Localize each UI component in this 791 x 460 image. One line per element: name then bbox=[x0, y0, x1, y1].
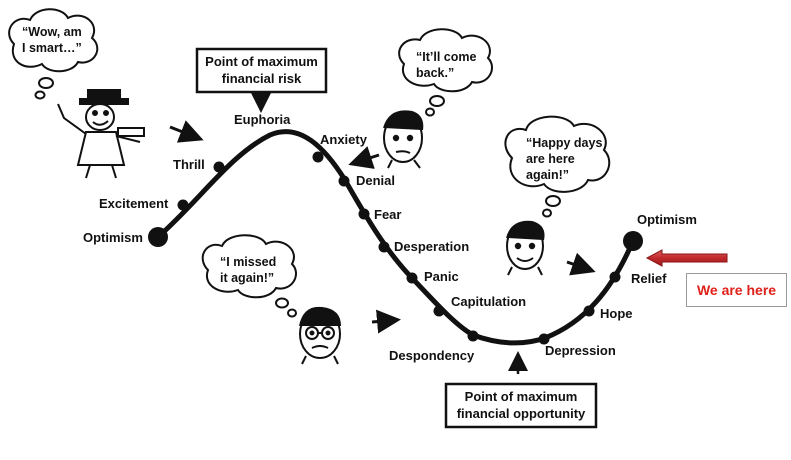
stage-label-denial: Denial bbox=[356, 173, 395, 188]
stage-label-despondency: Despondency bbox=[389, 348, 475, 363]
stage-dot-depression bbox=[538, 333, 550, 345]
stage-dot-hope bbox=[583, 305, 595, 317]
stage-dot-thrill bbox=[213, 161, 225, 173]
stage-label-depression: Depression bbox=[545, 343, 616, 358]
stage-dot-panic bbox=[406, 272, 418, 284]
we-are-here-arrow bbox=[645, 249, 728, 267]
stage-label-desperation: Desperation bbox=[394, 239, 469, 254]
bubble-happy-days-line1: “Happy days bbox=[526, 136, 602, 150]
stage-dot-optimism-end bbox=[623, 231, 643, 251]
stage-dot-excitement bbox=[177, 199, 189, 211]
bubble-happy-days-line2: are here bbox=[526, 152, 575, 166]
callout-risk-line1: Point of maximum bbox=[205, 54, 318, 69]
cartoon-relieved-face bbox=[506, 220, 545, 276]
cartoon-euphoric-man bbox=[57, 89, 145, 179]
stage-label-anxiety: Anxiety bbox=[320, 132, 368, 147]
stage-dot-optimism-start bbox=[148, 227, 168, 247]
stage-label-relief: Relief bbox=[631, 271, 667, 286]
cartoon-anxious-face bbox=[383, 110, 424, 169]
stage-dot-denial bbox=[338, 175, 350, 187]
stage-dot-fear bbox=[358, 208, 370, 220]
thought-bubble-happy-days: “Happy days are here again!” bbox=[504, 115, 611, 218]
thought-bubble-missed-it: “I missed it again!” bbox=[201, 234, 297, 318]
pointer-arrow-relief bbox=[566, 252, 596, 276]
pointer-arrow-anxiety bbox=[348, 146, 380, 169]
stage-dot-relief bbox=[609, 271, 621, 283]
callout-max-risk: Point of maximum financial risk bbox=[195, 47, 328, 113]
we-are-here-label: We are here bbox=[696, 282, 777, 298]
stage-label-optimism-end: Optimism bbox=[637, 212, 697, 227]
stage-label-thrill: Thrill bbox=[173, 157, 205, 172]
callout-max-opportunity: Point of maximum financial opportunity bbox=[444, 351, 598, 429]
pointer-arrow-euphoria bbox=[169, 120, 204, 143]
bubble-wow-line1: “Wow, am bbox=[22, 25, 82, 39]
stage-label-euphoria: Euphoria bbox=[234, 112, 291, 127]
stage-dot-despondency bbox=[467, 330, 479, 342]
stage-dot-desperation bbox=[378, 241, 390, 253]
stage-label-hope: Hope bbox=[600, 306, 633, 321]
pointer-arrow-despondency bbox=[371, 309, 401, 334]
callout-risk-line2: financial risk bbox=[222, 71, 302, 86]
stage-label-excitement: Excitement bbox=[99, 196, 169, 211]
stage-label-fear: Fear bbox=[374, 207, 401, 222]
callout-opportunity-line2: financial opportunity bbox=[457, 406, 586, 421]
bubble-come-back-line1: “It’ll come bbox=[416, 50, 476, 64]
stage-dot-capitulation bbox=[433, 305, 445, 317]
thought-bubble-wow: “Wow, am I smart…” bbox=[8, 8, 99, 100]
stage-label-capitulation: Capitulation bbox=[451, 294, 526, 309]
bubble-missed-line2: it again!” bbox=[220, 271, 274, 285]
callout-opportunity-line1: Point of maximum bbox=[465, 389, 578, 404]
stage-dot-anxiety bbox=[312, 151, 324, 163]
stage-label-panic: Panic bbox=[424, 269, 459, 284]
bubble-missed-line1: “I missed bbox=[220, 255, 276, 269]
stage-label-optimism-start: Optimism bbox=[83, 230, 143, 245]
thought-bubble-come-back: “It’ll come back.” bbox=[398, 28, 493, 117]
bubble-wow-line2: I smart…” bbox=[22, 41, 82, 55]
bubble-happy-days-line3: again!” bbox=[526, 168, 569, 182]
cartoon-despondent-face bbox=[299, 306, 341, 365]
bubble-come-back-line2: back.” bbox=[416, 66, 454, 80]
we-are-here-box: We are here bbox=[686, 273, 787, 307]
